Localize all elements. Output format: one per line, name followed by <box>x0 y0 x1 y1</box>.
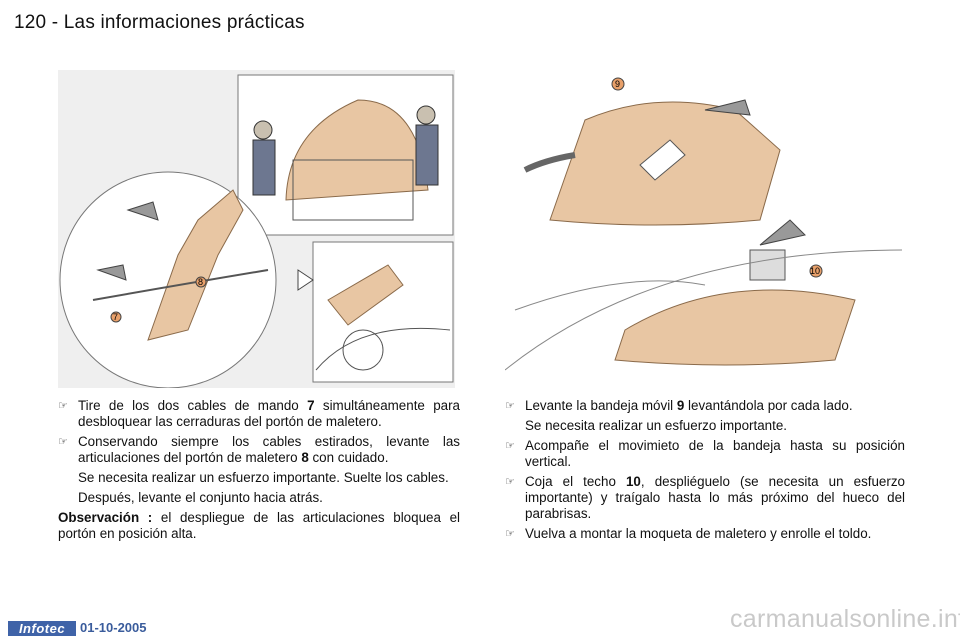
effort-note: Se necesita realizar un esfuerzo importa… <box>525 418 788 433</box>
right-instructions: ☞ Levante la bandeja móvil 9 levantándol… <box>505 398 905 546</box>
print-date: 01-10-2005 <box>80 620 147 635</box>
page-title: 120 - Las informaciones prácticas <box>14 12 305 33</box>
infotec-logo: Infotec <box>8 621 76 636</box>
watermark-url: carmanualsonline.info <box>730 605 960 633</box>
illustration-trunk-lid-release: 7 8 <box>58 70 455 388</box>
effort-note: Se necesita realizar un esfuerzo importa… <box>78 470 449 485</box>
bullet-hand-icon: ☞ <box>505 439 515 452</box>
callout-7: 7 <box>113 312 118 322</box>
instruction-lift-shelf: ☞ Levante la bandeja móvil 9 levantándol… <box>505 398 853 413</box>
callout-9: 9 <box>615 79 620 89</box>
instruction-unfold-roof: ☞ Coja el techo 10, despliéguelo (se nec… <box>505 474 905 521</box>
illustration-parcel-shelf-roof: 9 10 <box>505 70 902 388</box>
lift-assembly-note: Después, levante el conjunto hacia atrás… <box>78 490 323 505</box>
left-instructions: ☞ Tire de los dos cables de mando 7 simu… <box>58 398 460 542</box>
instruction-accompany-shelf: ☞ Acompañe el movimieto de la bandeja ha… <box>505 438 905 469</box>
instruction-lift-articulations: ☞ Conservando siempre los cables estirad… <box>58 434 460 465</box>
bullet-hand-icon: ☞ <box>505 399 515 412</box>
bullet-hand-icon: ☞ <box>58 435 68 448</box>
bullet-hand-icon: ☞ <box>58 399 68 412</box>
callout-8: 8 <box>198 277 203 287</box>
bullet-hand-icon: ☞ <box>505 527 515 540</box>
observation-note: Observación : el despliegue de las artic… <box>58 510 460 541</box>
bullet-hand-icon: ☞ <box>505 475 515 488</box>
callout-10: 10 <box>810 266 820 276</box>
instruction-refit-carpet: ☞ Vuelva a montar la moqueta de maletero… <box>505 526 872 541</box>
instruction-pull-cables: ☞ Tire de los dos cables de mando 7 simu… <box>58 398 460 429</box>
